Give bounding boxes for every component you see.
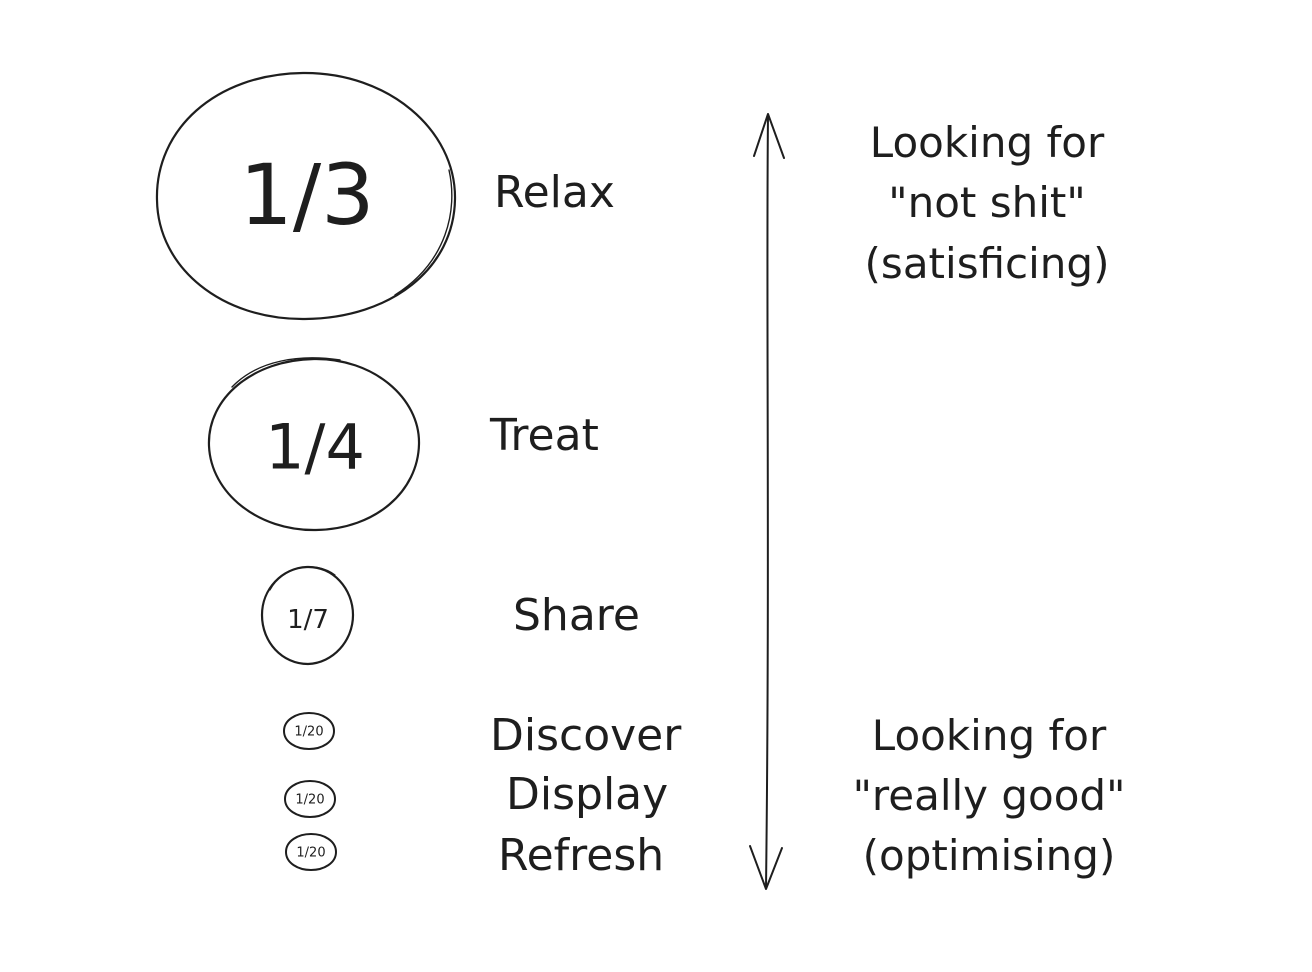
- label-refresh: Refresh: [498, 830, 664, 881]
- note-satisficing: Looking for "not shit" (satisficing): [865, 118, 1110, 288]
- fraction-circle-relax: [155, 71, 457, 321]
- row-share: 1/7 Share: [260, 565, 640, 666]
- double-headed-arrow: [749, 113, 785, 890]
- fraction-display: 1/20: [295, 793, 324, 808]
- fraction-circle-refresh: [285, 833, 337, 871]
- row-discover: 1/20 Discover: [283, 710, 682, 761]
- arrow-head-down: [749, 845, 783, 890]
- note-bottom-line3: (optimising): [863, 831, 1116, 880]
- fraction-circle-treat: [207, 357, 421, 532]
- fraction-treat: 1/4: [265, 411, 365, 484]
- arrow-head-up: [753, 113, 785, 159]
- label-display: Display: [506, 769, 668, 820]
- note-top-line2: "not shit": [888, 178, 1085, 227]
- fraction-share: 1/7: [287, 605, 329, 635]
- note-bottom-line1: Looking for: [872, 711, 1107, 760]
- row-relax: 1/3 Relax: [155, 71, 615, 321]
- note-optimising: Looking for "really good" (optimising): [853, 711, 1126, 880]
- note-top-line1: Looking for: [870, 118, 1105, 167]
- row-display: 1/20 Display: [284, 769, 668, 820]
- note-top-line3: (satisficing): [865, 239, 1110, 288]
- fraction-relax: 1/3: [239, 146, 374, 244]
- fraction-circle-display: [284, 780, 336, 818]
- row-treat: 1/4 Treat: [207, 357, 599, 532]
- fraction-refresh: 1/20: [296, 846, 325, 861]
- fraction-discover: 1/20: [294, 725, 323, 740]
- label-discover: Discover: [490, 710, 682, 761]
- label-treat: Treat: [489, 410, 599, 461]
- label-relax: Relax: [494, 167, 615, 218]
- note-bottom-line2: "really good": [853, 771, 1126, 820]
- arrow-shaft: [765, 115, 769, 889]
- fraction-circle-discover: [283, 712, 335, 750]
- fraction-circle-share: [260, 565, 355, 666]
- row-refresh: 1/20 Refresh: [285, 830, 664, 881]
- label-share: Share: [513, 590, 640, 641]
